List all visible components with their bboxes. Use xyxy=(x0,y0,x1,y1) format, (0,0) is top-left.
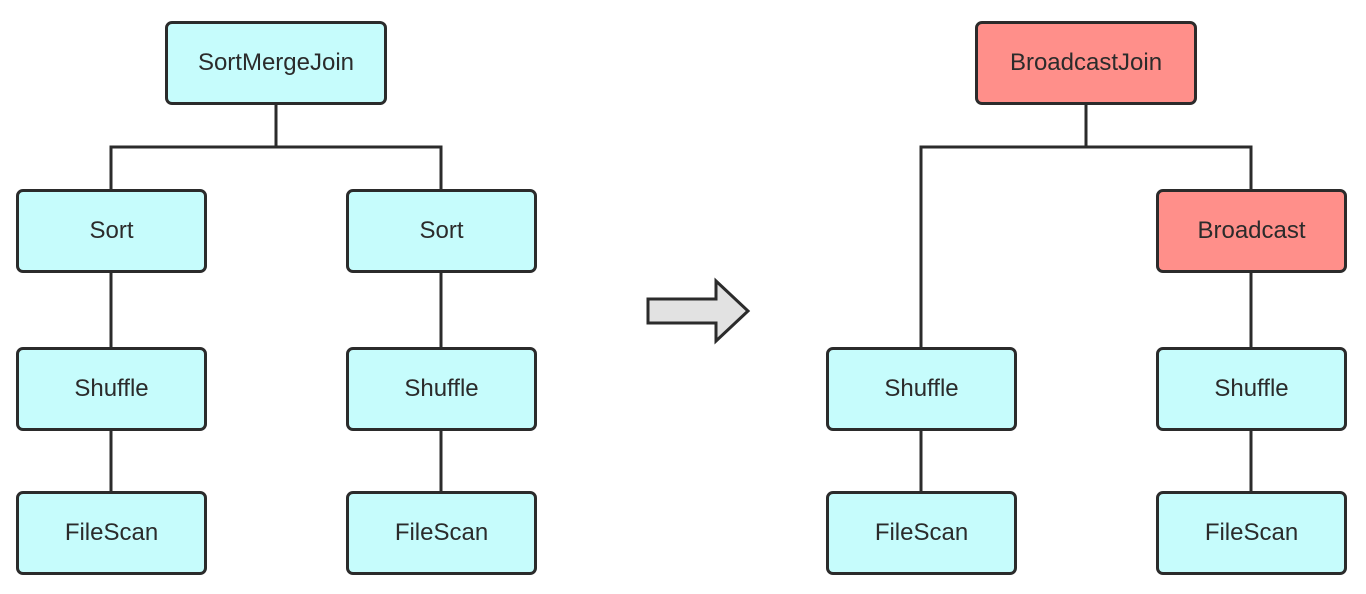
join-right-filescan-node: FileScan xyxy=(1156,491,1347,575)
right-branch-sort-node: Sort xyxy=(346,189,537,273)
left-branch-filescan-node: FileScan xyxy=(16,491,207,575)
arrow-right-icon xyxy=(646,277,751,345)
connector-root-left xyxy=(109,102,443,192)
right-branch-shuffle-node: Shuffle xyxy=(346,347,537,431)
join-left-shuffle-node: Shuffle xyxy=(826,347,1017,431)
broadcast-join-root-node: BroadcastJoin xyxy=(975,21,1197,105)
join-left-filescan-node: FileScan xyxy=(826,491,1017,575)
join-right-shuffle-node: Shuffle xyxy=(1156,347,1347,431)
broadcast-node: Broadcast xyxy=(1156,189,1347,273)
left-branch-shuffle-node: Shuffle xyxy=(16,347,207,431)
connector-root-right xyxy=(919,102,1253,351)
left-root-node: SortMergeJoin xyxy=(165,21,387,105)
right-branch-filescan-node: FileScan xyxy=(346,491,537,575)
left-branch-sort-node: Sort xyxy=(16,189,207,273)
